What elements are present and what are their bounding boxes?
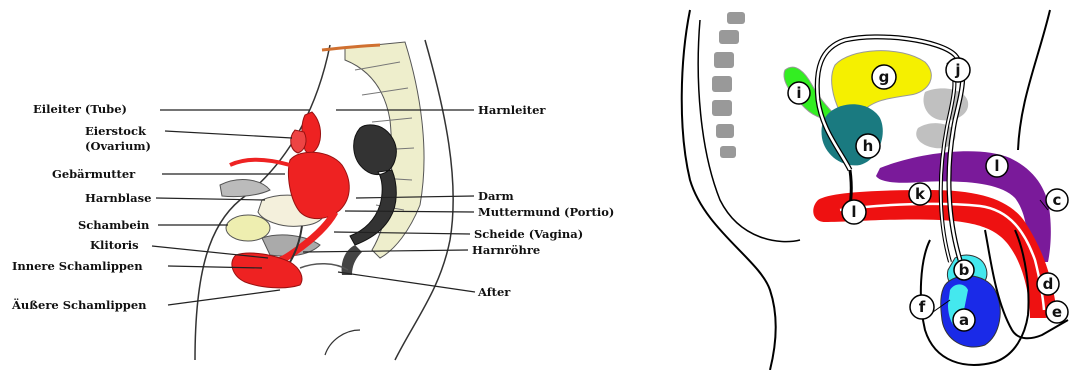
label-pubic-bone: Schambein	[78, 218, 150, 232]
svg-text:l: l	[994, 157, 999, 175]
marker-j: j	[946, 58, 970, 82]
spine	[712, 12, 745, 158]
ovary	[291, 130, 306, 153]
svg-text:l: l	[851, 203, 856, 221]
marker-d: d	[1037, 273, 1059, 295]
label-urethra: Harnröhre	[472, 243, 540, 257]
marker-f: f	[910, 295, 934, 319]
marker-e: e	[1046, 301, 1068, 323]
female-anatomy-diagram: Eileiter (Tube) Eierstock (Ovarium) Gebä…	[11, 40, 614, 360]
svg-text:b: b	[959, 261, 970, 279]
marker-g: g	[872, 65, 896, 89]
marker-k: k	[909, 183, 931, 205]
rectum	[342, 245, 362, 275]
label-anus: After	[477, 285, 511, 299]
svg-text:c: c	[1053, 191, 1062, 209]
marker-h: h	[856, 134, 880, 158]
uterus	[288, 152, 349, 218]
label-fallopian-tube: Eileiter (Tube)	[33, 102, 127, 116]
gray-tissue	[220, 180, 270, 197]
marker-l-lower: l	[842, 200, 866, 224]
label-outer-labia: Äußere Schamlippen	[11, 298, 147, 312]
marker-a: a	[953, 309, 975, 331]
label-intestine: Darm	[478, 189, 514, 203]
male-inner-outline	[698, 20, 800, 242]
marker-c: c	[1046, 189, 1068, 211]
svg-text:e: e	[1052, 303, 1062, 321]
tube-curve	[230, 160, 290, 165]
label-cervix: Muttermund (Portio)	[478, 205, 614, 219]
leg-outline	[325, 330, 360, 355]
marker-b: b	[954, 260, 974, 280]
svg-text:h: h	[863, 137, 874, 155]
svg-text:d: d	[1043, 275, 1054, 293]
svg-text:a: a	[959, 311, 969, 329]
perineum	[300, 264, 348, 270]
male-anatomy-diagram: a b c d e f g h	[682, 10, 1068, 370]
label-ureter: Harnleiter	[478, 103, 546, 117]
marker-i: i	[788, 82, 810, 104]
label-bladder: Harnblase	[85, 191, 151, 205]
label-inner-labia: Innere Schamlippen	[12, 259, 143, 273]
male-front-outline	[1018, 10, 1050, 150]
label-vagina: Scheide (Vagina)	[474, 227, 583, 241]
svg-text:i: i	[796, 84, 801, 102]
marker-l-upper: l	[986, 155, 1008, 177]
svg-text:g: g	[879, 68, 890, 86]
svg-text:k: k	[915, 185, 926, 203]
svg-text:f: f	[919, 298, 926, 316]
label-clitoris: Klitoris	[90, 238, 139, 252]
label-uterus: Gebärmutter	[52, 167, 136, 181]
label-ovary: Eierstock	[85, 124, 147, 138]
svg-text:j: j	[954, 61, 960, 79]
label-ovary-latin: (Ovarium)	[85, 139, 151, 153]
